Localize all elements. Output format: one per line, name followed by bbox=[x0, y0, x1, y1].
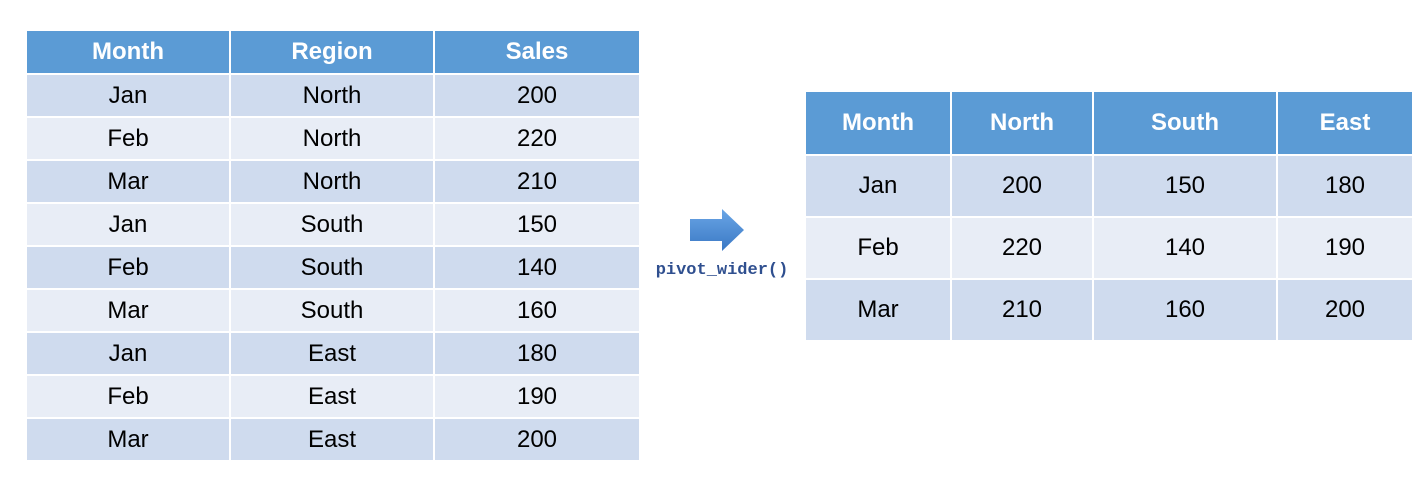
table-row: Jan 200 150 180 bbox=[804, 154, 1414, 218]
wide-format-table: Month North South East Jan 200 150 180 F… bbox=[804, 90, 1414, 342]
table-cell: 210 bbox=[433, 159, 641, 204]
table-cell: Jan bbox=[25, 202, 231, 247]
table-cell: Jan bbox=[804, 154, 952, 218]
table-cell: 200 bbox=[1276, 278, 1414, 342]
table-cell: 210 bbox=[950, 278, 1094, 342]
wide-table-header-south: South bbox=[1092, 90, 1278, 156]
table-cell: East bbox=[229, 417, 435, 462]
table-cell: 200 bbox=[433, 73, 641, 118]
table-row: Feb North 220 bbox=[25, 116, 641, 161]
table-cell: Jan bbox=[25, 331, 231, 376]
table-cell: 190 bbox=[1276, 216, 1414, 280]
wide-table-header-east: East bbox=[1276, 90, 1414, 156]
table-cell: 160 bbox=[1092, 278, 1278, 342]
table-row: Jan East 180 bbox=[25, 331, 641, 376]
table-row: Mar South 160 bbox=[25, 288, 641, 333]
table-cell: 140 bbox=[1092, 216, 1278, 280]
wide-table-header-row: Month North South East bbox=[804, 90, 1414, 156]
long-table-header-row: Month Region Sales bbox=[25, 29, 641, 75]
table-cell: 190 bbox=[433, 374, 641, 419]
table-cell: North bbox=[229, 116, 435, 161]
pivot-wider-label: pivot_wider() bbox=[655, 261, 789, 280]
table-row: Feb 220 140 190 bbox=[804, 216, 1414, 280]
long-format-table: Month Region Sales Jan North 200 Feb Nor… bbox=[25, 29, 641, 462]
table-cell: 220 bbox=[433, 116, 641, 161]
table-cell: Mar bbox=[25, 288, 231, 333]
table-cell: 160 bbox=[433, 288, 641, 333]
table-cell: East bbox=[229, 374, 435, 419]
table-cell: South bbox=[229, 245, 435, 290]
table-cell: North bbox=[229, 159, 435, 204]
table-cell: South bbox=[229, 288, 435, 333]
long-table-header-month: Month bbox=[25, 29, 231, 75]
table-cell: 140 bbox=[433, 245, 641, 290]
table-cell: Feb bbox=[25, 245, 231, 290]
table-cell: 180 bbox=[1276, 154, 1414, 218]
table-cell: 150 bbox=[1092, 154, 1278, 218]
table-row: Jan South 150 bbox=[25, 202, 641, 247]
long-table-header-sales: Sales bbox=[433, 29, 641, 75]
table-row: Mar North 210 bbox=[25, 159, 641, 204]
table-cell: 200 bbox=[433, 417, 641, 462]
table-row: Feb East 190 bbox=[25, 374, 641, 419]
table-cell: 200 bbox=[950, 154, 1094, 218]
wide-table-header-north: North bbox=[950, 90, 1094, 156]
table-row: Jan North 200 bbox=[25, 73, 641, 118]
table-cell: 220 bbox=[950, 216, 1094, 280]
long-table-header-region: Region bbox=[229, 29, 435, 75]
table-cell: Feb bbox=[804, 216, 952, 280]
table-cell: Mar bbox=[25, 417, 231, 462]
table-cell: Feb bbox=[25, 374, 231, 419]
table-row: Mar 210 160 200 bbox=[804, 278, 1414, 342]
table-cell: 150 bbox=[433, 202, 641, 247]
table-cell: Mar bbox=[25, 159, 231, 204]
right-arrow-icon bbox=[690, 209, 744, 251]
table-cell: East bbox=[229, 331, 435, 376]
wide-table-header-month: Month bbox=[804, 90, 952, 156]
table-cell: South bbox=[229, 202, 435, 247]
table-cell: Jan bbox=[25, 73, 231, 118]
table-cell: Feb bbox=[25, 116, 231, 161]
table-cell: North bbox=[229, 73, 435, 118]
table-row: Feb South 140 bbox=[25, 245, 641, 290]
table-row: Mar East 200 bbox=[25, 417, 641, 462]
table-cell: Mar bbox=[804, 278, 952, 342]
table-cell: 180 bbox=[433, 331, 641, 376]
